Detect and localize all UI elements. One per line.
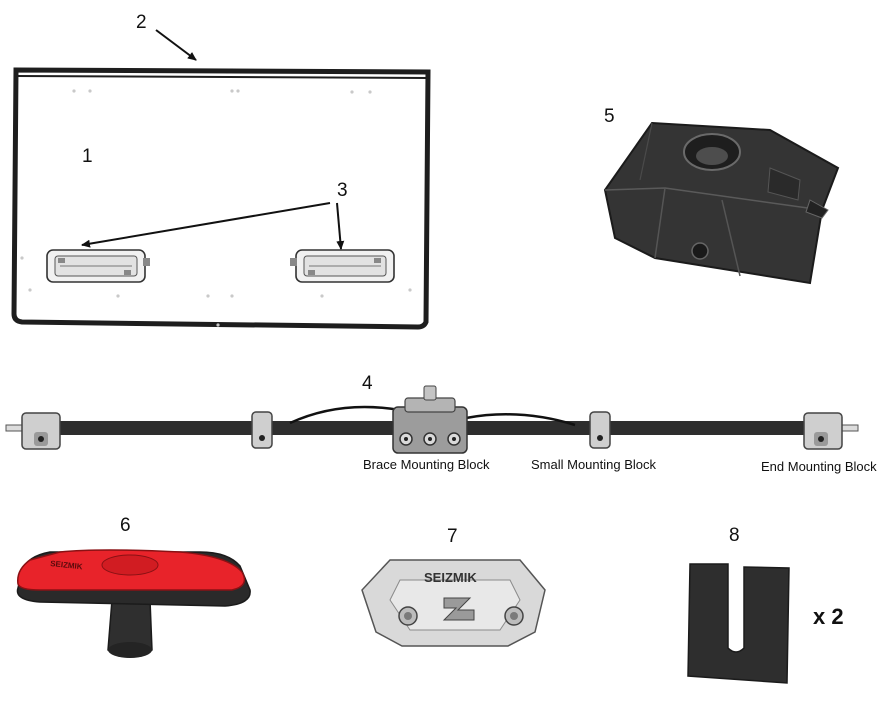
spacer-part (687, 563, 790, 684)
badge-brand-text: SEIZMIK (424, 570, 477, 585)
badge-part: SEIZMIK (361, 559, 546, 647)
part-number-3: 3 (337, 180, 348, 201)
knob-brand-text: SEIZMIK (50, 559, 83, 571)
part-number-2: 2 (136, 12, 147, 33)
windshield-clamp-right (290, 249, 395, 283)
arrow-part-3-right (336, 202, 345, 250)
part-number-6: 6 (120, 515, 131, 536)
small-mounting-block-right (589, 411, 611, 449)
part-number-7: 7 (447, 526, 458, 547)
arrow-part-3-left (81, 202, 331, 248)
end-mounting-block-left (21, 412, 61, 450)
part-number-1: 1 (82, 146, 93, 167)
spacer-quantity: x 2 (813, 604, 844, 629)
small-mounting-block-label: Small Mounting Block (531, 457, 656, 472)
end-mounting-block-right (803, 412, 843, 450)
brace-mounting-block-label: Brace Mounting Block (363, 457, 490, 472)
brace-mounting-block (392, 385, 468, 454)
part-number-5: 5 (604, 106, 615, 127)
windshield-panel (11, 67, 431, 330)
small-mounting-block-left (251, 411, 273, 449)
part-number-4: 4 (362, 373, 373, 394)
cover-part (603, 121, 840, 285)
windshield-clamp-left (46, 249, 150, 283)
arrow-part-2 (155, 29, 197, 61)
part-number-8: 8 (729, 525, 740, 546)
end-mounting-block-label: End Mounting Block (761, 459, 877, 474)
knob-part: SEIZMIK (16, 549, 251, 658)
